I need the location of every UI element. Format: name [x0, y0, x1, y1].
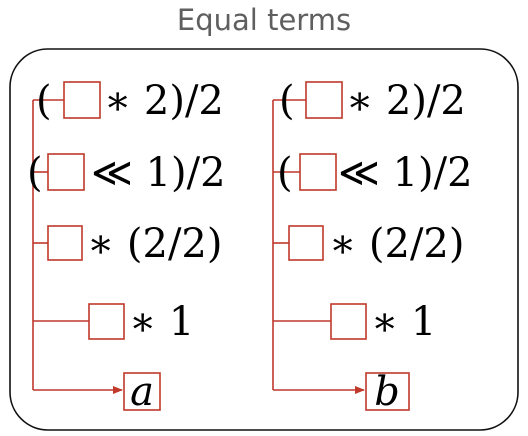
left-row-1-hole — [63, 81, 101, 119]
left-row-3-hole — [47, 225, 83, 261]
left-result-box — [123, 372, 161, 411]
right-row-1-expression: ∗ 2)/2 — [346, 78, 466, 124]
right-row-3-hole — [288, 225, 324, 261]
right-row-4-hole — [330, 303, 367, 340]
right-row-2-expression: ≪ 1)/2 — [338, 150, 473, 196]
right-column: ( ∗ 2)/2 ( ≪ 1)/2 ∗ (2/2) ∗ 1 b — [272, 78, 473, 415]
left-row-1-expression: ∗ 2)/2 — [104, 78, 224, 124]
right-row-4-expression: ∗ 1 — [371, 299, 436, 345]
left-row-4-hole — [88, 303, 125, 340]
left-row-2-expression: ≪ 1)/2 — [91, 150, 226, 196]
right-row-2-hole — [299, 153, 337, 191]
left-row-3-expression: ∗ (2/2) — [87, 221, 223, 267]
left-row-2-prefix: ( — [27, 150, 43, 196]
left-result-variable: a — [130, 369, 154, 415]
left-row-2-hole — [47, 153, 85, 191]
right-row-2-prefix: ( — [277, 150, 293, 196]
right-result-box — [365, 372, 410, 411]
right-row-3-expression: ∗ (2/2) — [329, 221, 465, 267]
left-row-1-prefix: ( — [36, 78, 52, 124]
left-column: ( ∗ 2)/2 ( ≪ 1)/2 ∗ (2/2) ∗ 1 a — [27, 78, 226, 415]
diagram-title: Equal terms — [177, 3, 351, 37]
right-row-1-hole — [305, 81, 343, 119]
right-result-variable: b — [374, 369, 400, 415]
right-row-1-prefix: ( — [279, 78, 295, 124]
outer-frame — [9, 48, 519, 431]
left-row-4-expression: ∗ 1 — [129, 299, 194, 345]
